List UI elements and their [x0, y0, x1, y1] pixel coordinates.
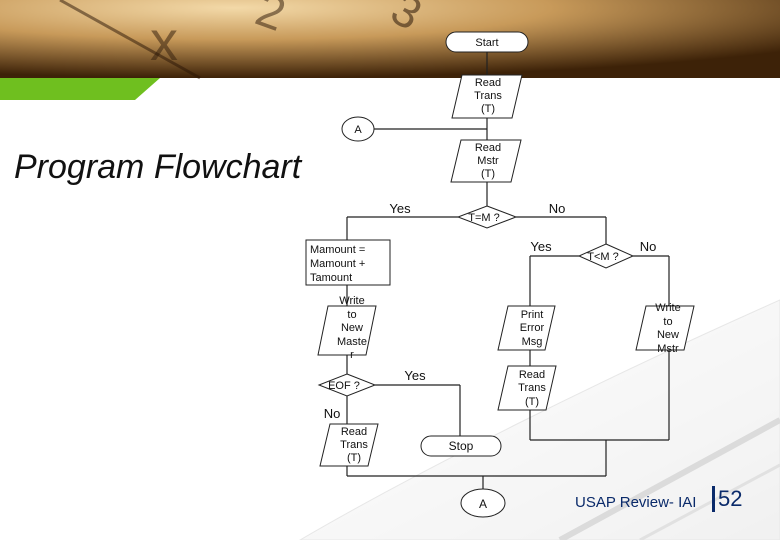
footer-label: USAP Review- IAI: [575, 494, 697, 511]
write-mstr-line-3: New: [657, 329, 679, 341]
decision-eq-yes-label: Yes: [389, 201, 411, 216]
decision-eof-label: EOF ?: [328, 380, 360, 392]
decision-lt-no-label: No: [640, 239, 657, 254]
clock-background: x 2 3: [0, 0, 780, 80]
mamount-process: Mamount = Mamount + Tamount: [305, 239, 391, 286]
page-number: 52: [712, 486, 742, 512]
print-error-line-3: Msg: [522, 336, 543, 348]
start-label: Start: [475, 37, 498, 49]
read-trans-right-line-3: (T): [525, 396, 539, 408]
connector-a-top-label: A: [354, 124, 362, 136]
decision-eof: EOF ? Yes No: [317, 368, 426, 421]
connector-a-top: A: [341, 116, 375, 142]
write-mstr-line-1: Write: [655, 302, 680, 314]
read-trans-top-line-2: Trans: [474, 90, 502, 102]
read-trans-right-line-2: Trans: [518, 382, 546, 394]
read-trans-bottom-line-2: Trans: [340, 439, 368, 451]
decision-t-equals-m: T=M ? Yes No: [389, 201, 566, 229]
decision-lt-yes-label: Yes: [530, 239, 552, 254]
mamount-line-2: Mamount +: [310, 258, 365, 270]
write-master-line-2: to: [347, 309, 356, 321]
decision-eof-yes-label: Yes: [404, 368, 426, 383]
start-terminal: Start: [445, 31, 529, 53]
read-trans-bottom-line-3: (T): [347, 452, 361, 464]
write-master-line-5: r: [350, 349, 354, 361]
decision-eq-no-label: No: [549, 201, 566, 216]
read-trans-top-line-3: (T): [481, 103, 495, 115]
stop-label: Stop: [449, 439, 474, 453]
read-trans-top-line-1: Read: [475, 77, 501, 89]
read-mstr-input: Read Mstr (T): [450, 139, 522, 183]
write-master-line-1: Write: [339, 295, 364, 307]
stop-terminal: Stop: [420, 435, 502, 457]
read-mstr-line-1: Read: [475, 142, 501, 154]
read-trans-right-line-1: Read: [519, 369, 545, 381]
write-mstr-line-2: to: [663, 316, 672, 328]
decision-eof-no-label: No: [324, 406, 341, 421]
print-error-output: Print Error Msg: [497, 305, 556, 351]
flowchart-lines: [346, 52, 670, 490]
read-trans-input-right: Read Trans (T): [497, 365, 557, 411]
print-error-line-2: Error: [520, 322, 545, 334]
write-master-line-4: Maste: [337, 336, 367, 348]
connector-a-bottom-label: A: [479, 497, 487, 511]
print-error-line-1: Print: [521, 309, 544, 321]
write-new-master-output: Write to New Maste r: [317, 295, 377, 361]
read-mstr-line-3: (T): [481, 168, 495, 180]
read-trans-input-top: Read Trans (T): [451, 74, 523, 119]
pen-background: [299, 299, 780, 540]
read-trans-bottom-line-1: Read: [341, 426, 367, 438]
green-accent-bar: [0, 78, 160, 100]
write-mstr-line-4: Mstr: [657, 343, 679, 355]
read-trans-input-bottom: Read Trans (T): [319, 423, 379, 467]
write-new-mstr-output: Write to New Mstr: [635, 302, 695, 355]
decision-t-less-than-m: T<M ? Yes No: [530, 239, 657, 269]
slide-title: Program Flowchart: [14, 148, 302, 186]
mamount-line-3: Tamount: [310, 272, 352, 284]
decision-lt-label: T<M ?: [587, 251, 618, 263]
decision-eq-label: T=M ?: [468, 212, 499, 224]
connector-a-bottom: A: [460, 488, 506, 518]
mamount-line-1: Mamount =: [310, 244, 365, 256]
read-mstr-line-2: Mstr: [477, 155, 499, 167]
write-master-line-3: New: [341, 322, 363, 334]
